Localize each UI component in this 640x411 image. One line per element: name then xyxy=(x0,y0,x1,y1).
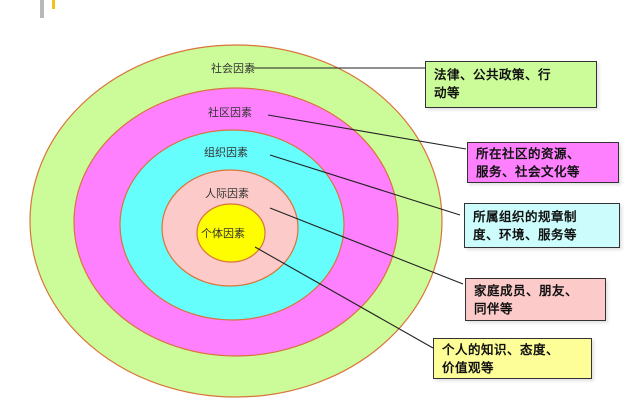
connector-interpersonal xyxy=(269,207,464,285)
connector-organization xyxy=(269,154,461,216)
description-box-individual: 个人的知识、态度、 价值观等 xyxy=(433,338,592,379)
description-line: 个人的知识、态度、 xyxy=(442,342,560,357)
description-line: 所属组织的规章制 xyxy=(473,209,578,224)
label-community: 社区因素 xyxy=(208,105,252,119)
description-box-community: 所在社区的资源、 服务、社会文化等 xyxy=(467,142,619,183)
description-line: 所在社区的资源、 xyxy=(476,146,581,161)
label-individual: 个体因素 xyxy=(201,226,245,240)
connector-community xyxy=(267,114,467,150)
connector-individual xyxy=(254,246,434,349)
label-society: 社会因素 xyxy=(211,61,255,75)
description-line: 服务、社会文化等 xyxy=(476,164,581,179)
description-line: 度、环境、服务等 xyxy=(473,227,578,242)
description-line: 动等 xyxy=(434,85,461,100)
description-line: 价值观等 xyxy=(442,360,495,375)
description-box-organization: 所属组织的规章制 度、环境、服务等 xyxy=(464,203,620,248)
description-line: 同伴等 xyxy=(474,301,514,316)
description-line: 家庭成员、朋友、 xyxy=(474,283,579,298)
decorative-yellow-bar xyxy=(52,0,55,9)
description-box-interpersonal: 家庭成员、朋友、 同伴等 xyxy=(465,278,606,321)
label-organization: 组织因素 xyxy=(204,145,248,159)
decorative-gray-bar xyxy=(40,0,44,18)
ring-individual xyxy=(196,203,266,263)
description-line: 法律、公共政策、行 xyxy=(434,67,552,82)
description-box-society: 法律、公共政策、行 动等 xyxy=(425,61,597,108)
label-interpersonal: 人际因素 xyxy=(205,187,249,200)
